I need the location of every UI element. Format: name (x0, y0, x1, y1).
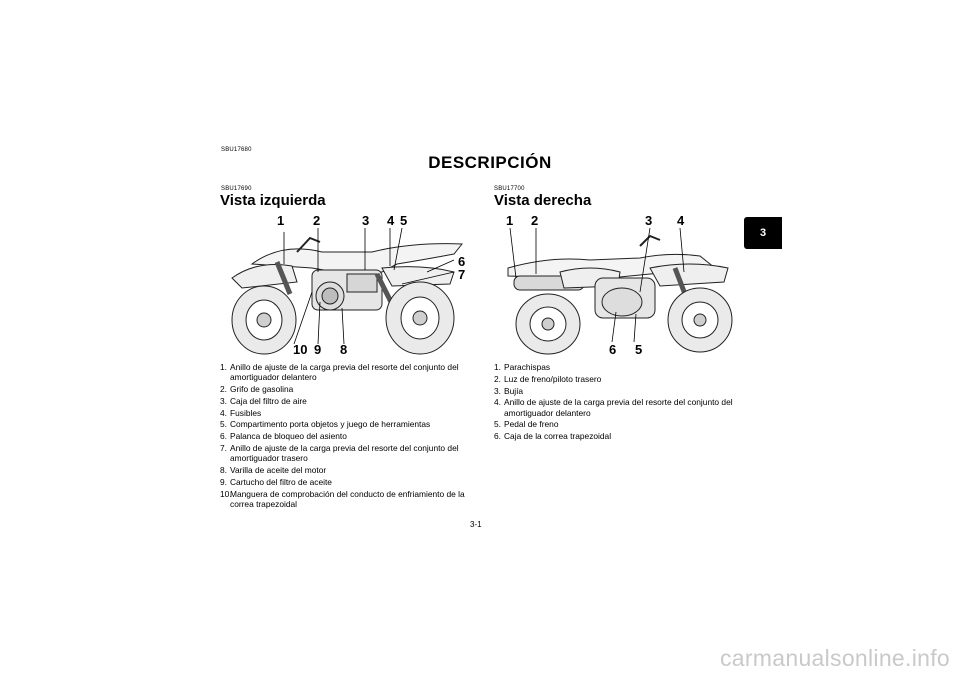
left-callout-8: 8 (340, 342, 348, 357)
list-item: 4.Fusibles (220, 407, 262, 418)
list-item: 3.Caja del filtro de aire (220, 395, 307, 406)
list-item: 3.Bujía (494, 385, 524, 396)
left-callout-10: 10 (293, 342, 308, 357)
right-callout-4: 4 (677, 213, 685, 228)
page-title: DESCRIPCIÓN (428, 153, 552, 172)
left-callout-4: 4 (387, 213, 395, 228)
left-callout-2: 2 (313, 213, 321, 228)
watermark: carmanualsonline.info (719, 645, 950, 671)
list-item: 5.Pedal de freno (494, 419, 559, 430)
list-item: 10.Manguera de comprobación del conducto… (220, 488, 465, 509)
right-callout-5: 5 (635, 342, 643, 357)
list-item: 9.Cartucho del filtro de aceite (220, 476, 332, 487)
left-legend-list: 1.Anillo de ajuste de la carga previa de… (220, 362, 472, 511)
right-callout-6: 6 (609, 342, 617, 357)
atv-right-view-illustration (500, 216, 740, 356)
list-item: 1.Parachispas (494, 362, 551, 372)
list-item: 7.Anillo de ajuste de la carga previa de… (220, 442, 459, 464)
left-callout-6: 6 (458, 254, 466, 269)
right-callout-3: 3 (645, 213, 653, 228)
atv-left-view-illustration (222, 212, 474, 358)
right-callout-2: 2 (531, 213, 539, 228)
right-section-code: SBU17700 (494, 186, 525, 192)
left-callout-9: 9 (314, 342, 322, 357)
right-callout-1: 1 (506, 213, 514, 228)
list-item: 6.Palanca de bloqueo del asiento (220, 431, 347, 442)
left-section-code: SBU17690 (221, 186, 252, 192)
list-item: 6.Caja de la correa trapezoidal (494, 431, 612, 442)
page-number: 3-1 (470, 520, 482, 529)
list-item: 2.Luz de freno/piloto trasero (494, 373, 602, 384)
list-item: 1.Anillo de ajuste de la carga previa de… (220, 362, 459, 383)
left-callout-7: 7 (458, 267, 466, 282)
section-code: SBU17680 (221, 147, 252, 153)
left-section-title: Vista izquierda (220, 192, 326, 209)
list-item: 4.Anillo de ajuste de la carga previa de… (494, 397, 733, 418)
list-item: 2.Grifo de gasolina (220, 384, 294, 394)
left-callout-5: 5 (400, 213, 408, 228)
left-callout-1: 1 (277, 213, 285, 228)
right-section-title: Vista derecha (494, 192, 592, 209)
list-item: 5.Compartimento porta objetos y juego de… (220, 419, 431, 430)
left-callout-3: 3 (362, 213, 370, 228)
list-item: 8.Varilla de aceite del motor (220, 464, 327, 475)
chapter-tab[interactable]: 3 (744, 217, 782, 249)
right-legend-list: 1.Parachispas 2.Luz de freno/piloto tras… (494, 362, 746, 443)
